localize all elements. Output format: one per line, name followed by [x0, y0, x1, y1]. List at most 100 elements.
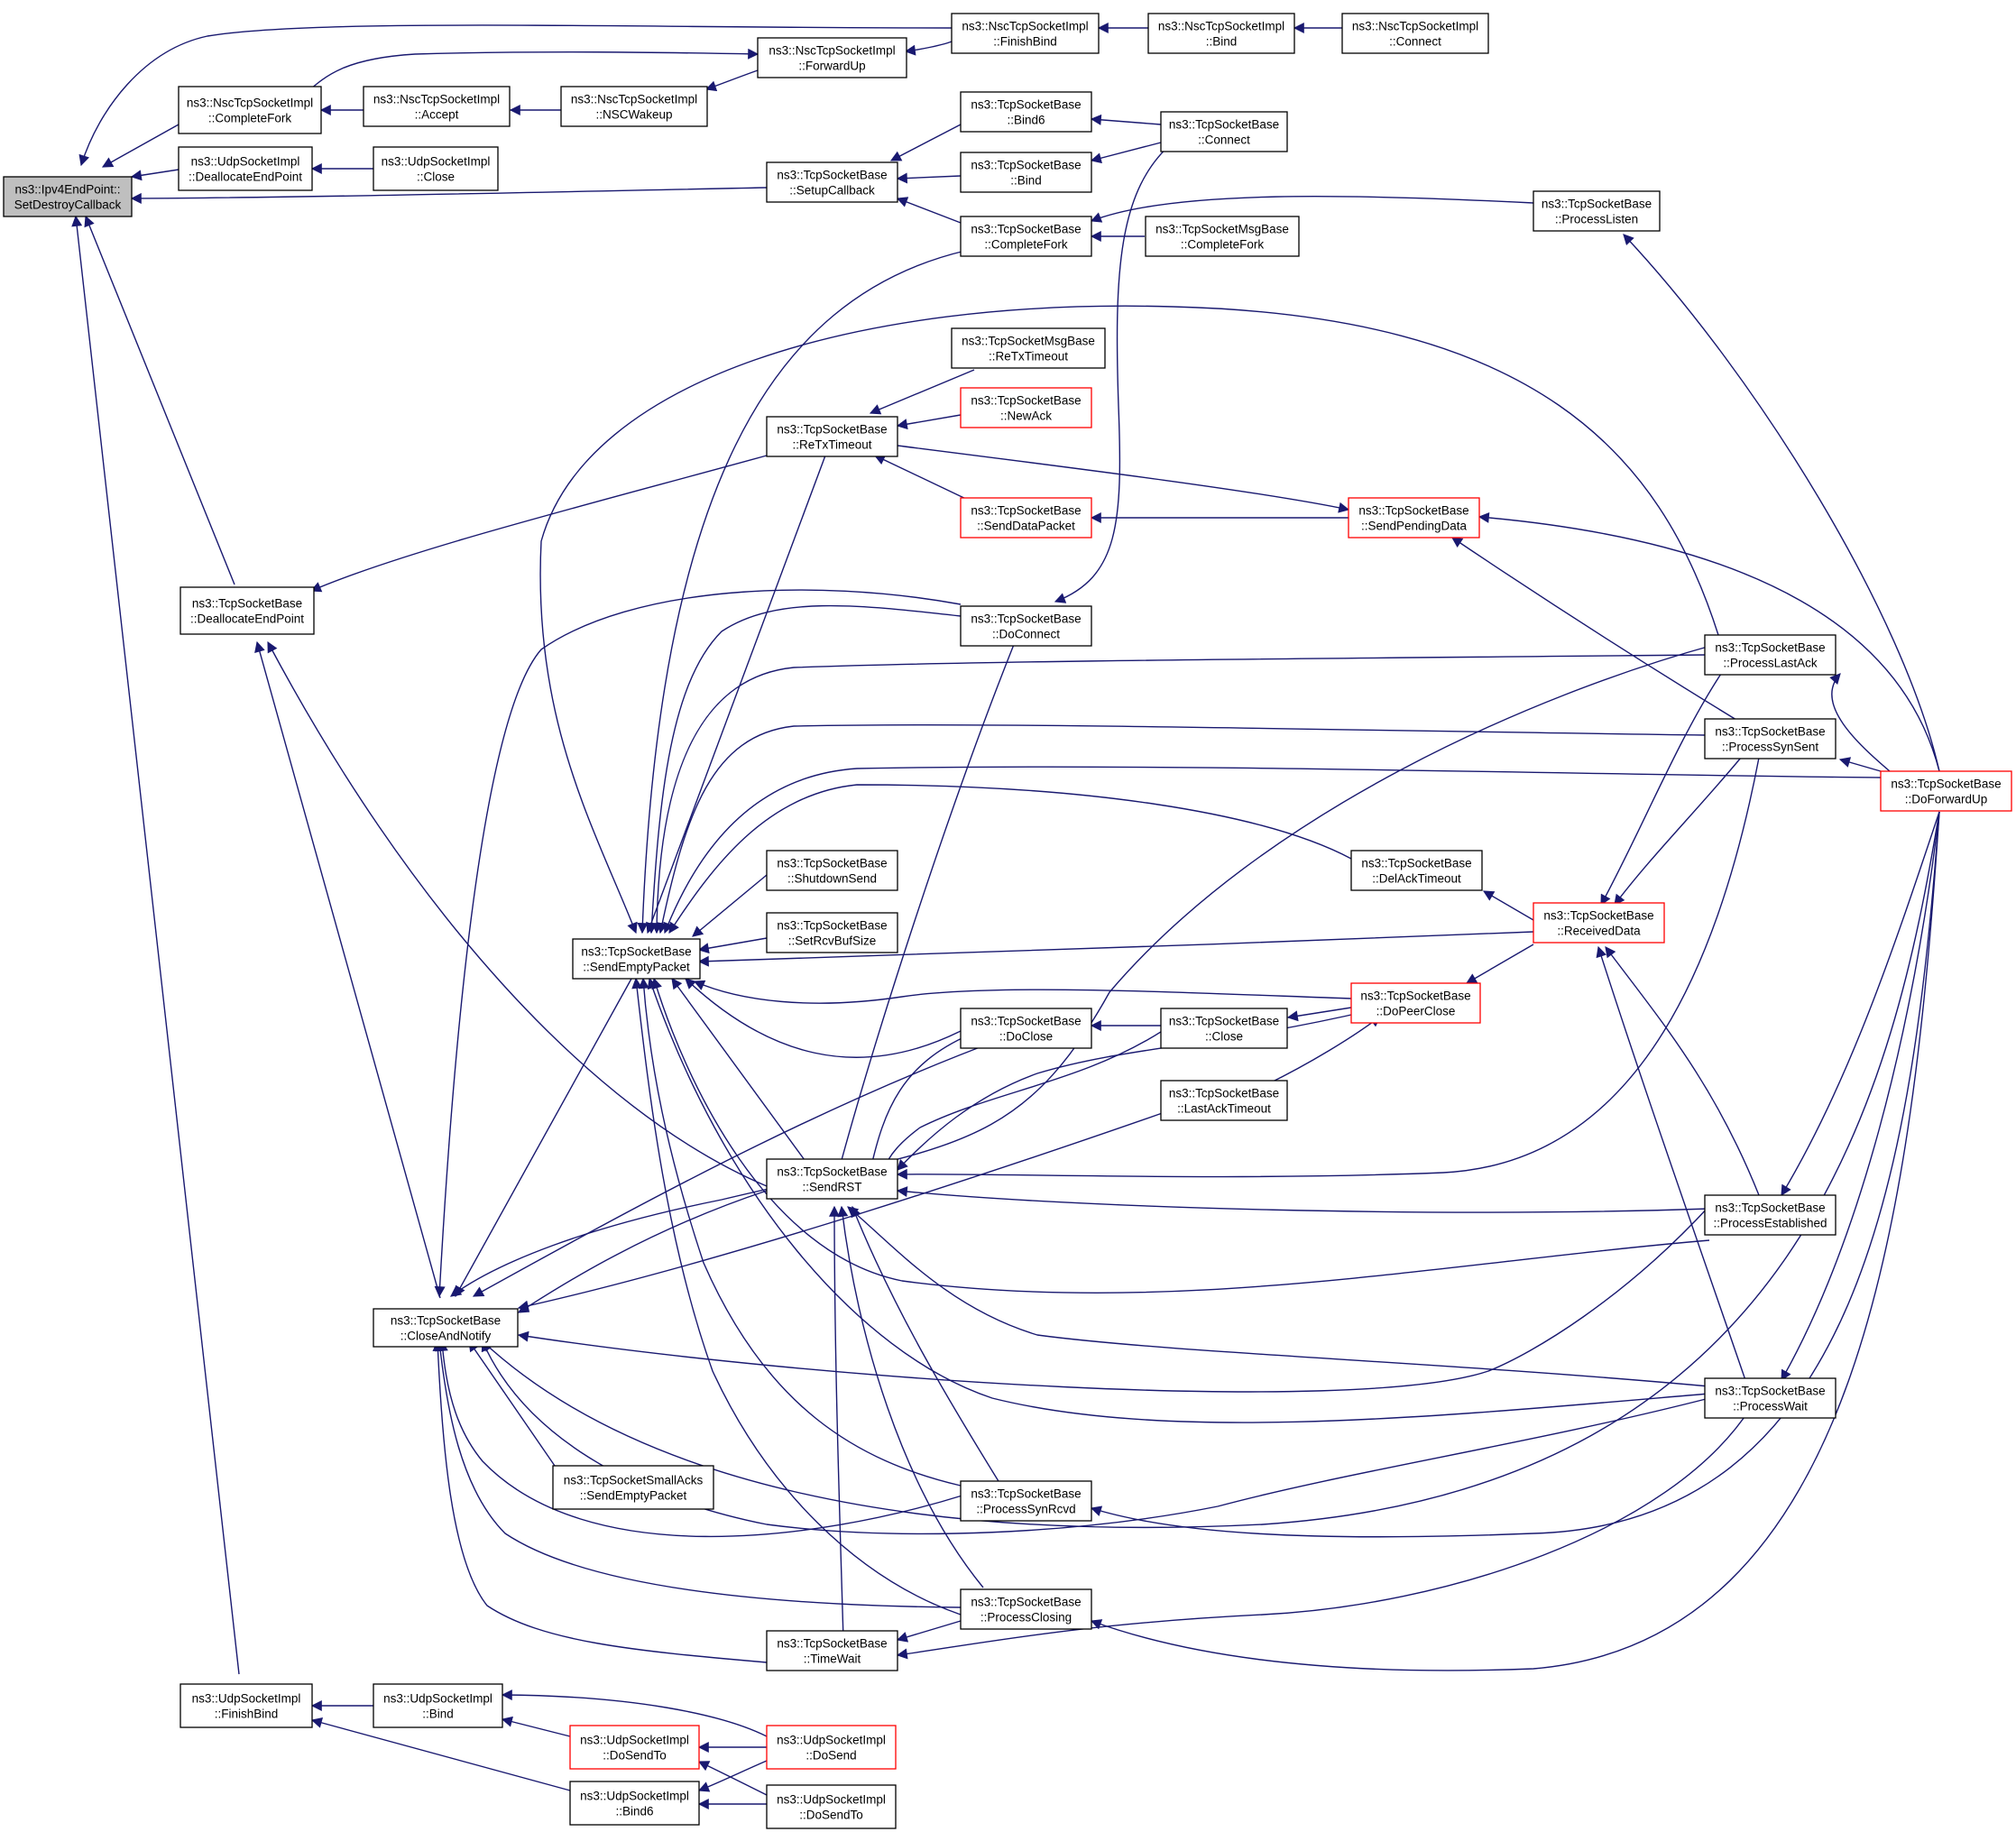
- edge-n44-n41: [1482, 890, 1534, 921]
- node-n11[interactable]: ns3::TcpSocketSmallAcks::SendEmptyPacket: [552, 1465, 714, 1510]
- node-n34[interactable]: ns3::NscTcpSocketImpl::Bind: [1147, 13, 1295, 54]
- node-n23[interactable]: ns3::NscTcpSocketImpl::FinishBind: [951, 13, 1100, 54]
- node-n47[interactable]: ns3::TcpSocketBase::ProcessEstablished: [1704, 1194, 1836, 1236]
- node-n40[interactable]: ns3::TcpSocketBase::SendPendingData: [1348, 497, 1480, 539]
- node-label-line: ::ReceivedData: [1557, 925, 1641, 938]
- node-n09[interactable]: ns3::NscTcpSocketImpl::NSCWakeup: [560, 86, 708, 127]
- node-label-line: ns3::TcpSocketBase: [777, 857, 887, 870]
- node-n19[interactable]: ns3::TcpSocketBase::SendRST: [766, 1158, 898, 1200]
- node-n02[interactable]: ns3::UdpSocketImpl::DeallocateEndPoint: [178, 146, 313, 191]
- edge-n13-n04: [310, 1717, 571, 1791]
- node-label-line: ns3::TcpSocketMsgBase: [1155, 223, 1289, 236]
- edge-n15-n00: [130, 187, 768, 204]
- node-n30[interactable]: ns3::TcpSocketBase::DoConnect: [960, 605, 1092, 647]
- edge-n49-n40: [1477, 511, 1940, 772]
- edge-n46-n40: [1451, 537, 1737, 721]
- node-n43[interactable]: ns3::TcpSocketBase::ProcessListen: [1533, 190, 1661, 232]
- node-n38[interactable]: ns3::TcpSocketBase::LastAckTimeout: [1160, 1080, 1288, 1121]
- edge-n48-n20: [896, 1408, 1751, 1660]
- edge-n18-n10: [697, 937, 768, 954]
- node-box: [1160, 1008, 1288, 1049]
- node-n15[interactable]: ns3::TcpSocketBase::SetupCallback: [766, 161, 898, 203]
- node-n13[interactable]: ns3::UdpSocketImpl::Bind6: [569, 1781, 700, 1826]
- edge-n46-n19: [896, 757, 1760, 1180]
- node-n27[interactable]: ns3::TcpSocketMsgBase::ReTxTimeout: [951, 327, 1106, 369]
- node-n10[interactable]: ns3::TcpSocketBase::SendEmptyPacket: [572, 938, 701, 980]
- node-label-line: ns3::TcpSocketBase: [971, 223, 1081, 236]
- node-n18[interactable]: ns3::TcpSocketBase::SetRcvBufSize: [766, 912, 898, 953]
- node-box: [180, 1683, 313, 1728]
- edge-n42-n10: [693, 980, 1352, 1004]
- edge-n49-n46: [1838, 757, 1882, 772]
- node-label-line: ::ForwardUp: [798, 60, 865, 73]
- node-label-line: ns3::TcpSocketBase: [1891, 778, 2001, 791]
- node-n17[interactable]: ns3::TcpSocketBase::ShutdownSend: [766, 850, 898, 891]
- node-box: [178, 146, 313, 191]
- node-n48[interactable]: ns3::TcpSocketBase::ProcessWait: [1704, 1377, 1836, 1419]
- node-n22[interactable]: ns3::UdpSocketImpl::DoSendTo: [766, 1784, 897, 1829]
- node-n05[interactable]: ns3::NscTcpSocketImpl::Accept: [363, 86, 511, 127]
- node-n14[interactable]: ns3::NscTcpSocketImpl::ForwardUp: [757, 37, 907, 78]
- node-n46[interactable]: ns3::TcpSocketBase::ProcessSynSent: [1704, 718, 1836, 759]
- node-n39[interactable]: ns3::NscTcpSocketImpl::Connect: [1341, 13, 1489, 54]
- node-n25[interactable]: ns3::TcpSocketBase::Bind: [960, 152, 1092, 193]
- node-n29[interactable]: ns3::TcpSocketBase::SendDataPacket: [960, 497, 1092, 539]
- edge-n49-n43: [1623, 234, 1940, 772]
- node-n31[interactable]: ns3::TcpSocketBase::DoClose: [960, 1008, 1092, 1049]
- node-label-line: ns3::TcpSocketBase: [581, 945, 691, 959]
- edge-n49-n33: [1090, 811, 1940, 1671]
- node-label-line: ns3::TcpSocketBase: [1715, 1385, 1825, 1398]
- edge-n19-n03: [267, 640, 768, 1187]
- node-box: [1704, 634, 1836, 676]
- node-n01[interactable]: ns3::NscTcpSocketImpl::CompleteFork: [178, 86, 322, 134]
- edge-n38-n42: [1266, 1016, 1381, 1085]
- node-label-line: ns3::UdpSocketImpl: [580, 1790, 689, 1803]
- node-n21[interactable]: ns3::UdpSocketImpl::DoSend: [766, 1725, 897, 1770]
- node-n36[interactable]: ns3::TcpSocketMsgBase::CompleteFork: [1145, 216, 1300, 257]
- node-label-line: ns3::UdpSocketImpl: [383, 1692, 492, 1706]
- node-label-line: ns3::UdpSocketImpl: [580, 1734, 689, 1747]
- node-n03[interactable]: ns3::TcpSocketBase::DeallocateEndPoint: [180, 586, 315, 635]
- node-label-line: ::CompleteFork: [208, 112, 292, 125]
- node-label-line: ns3::NscTcpSocketImpl: [1352, 20, 1478, 33]
- node-n20[interactable]: ns3::TcpSocketBase::TimeWait: [766, 1630, 898, 1671]
- node-box: [1147, 13, 1295, 54]
- node-n32[interactable]: ns3::TcpSocketBase::ProcessSynRcvd: [960, 1480, 1092, 1522]
- node-box: [960, 1008, 1092, 1049]
- node-n37[interactable]: ns3::TcpSocketBase::Close: [1160, 1008, 1288, 1049]
- node-n49[interactable]: ns3::TcpSocketBase::DoForwardUp: [1880, 770, 2012, 812]
- node-n12[interactable]: ns3::UdpSocketImpl::DoSendTo: [569, 1725, 700, 1770]
- node-label-line: ::CompleteFork: [984, 238, 1068, 252]
- node-label-line: ns3::TcpSocketBase: [1715, 725, 1825, 739]
- node-n06[interactable]: ns3::UdpSocketImpl::Close: [373, 146, 499, 191]
- node-n26[interactable]: ns3::TcpSocketBase::CompleteFork: [960, 216, 1092, 257]
- node-n24[interactable]: ns3::TcpSocketBase::Bind6: [960, 91, 1092, 133]
- edge-n26-n10: [637, 250, 966, 934]
- node-n35[interactable]: ns3::TcpSocketBase::Connect: [1160, 111, 1288, 152]
- edge-n35-n25: [1090, 142, 1162, 164]
- node-label-line: ::SetupCallback: [789, 184, 875, 198]
- node-n07[interactable]: ns3::TcpSocketBase::CloseAndNotify: [373, 1308, 519, 1348]
- node-n00[interactable]: ns3::Ipv4EndPoint::SetDestroyCallback: [3, 176, 133, 217]
- node-box: [1350, 982, 1481, 1024]
- node-box: [960, 1588, 1092, 1630]
- node-n42[interactable]: ns3::TcpSocketBase::DoPeerClose: [1350, 982, 1481, 1024]
- edge-n26-n15: [896, 197, 962, 224]
- node-n44[interactable]: ns3::TcpSocketBase::ReceivedData: [1533, 902, 1665, 944]
- edge-n04-n00: [71, 215, 240, 1675]
- node-label-line: ::SendDataPacket: [977, 520, 1075, 533]
- node-n33[interactable]: ns3::TcpSocketBase::ProcessClosing: [960, 1588, 1092, 1630]
- edge-n30-n07: [434, 589, 962, 1298]
- node-n16[interactable]: ns3::TcpSocketBase::ReTxTimeout: [766, 416, 898, 457]
- node-label-line: ::Bind: [422, 1708, 454, 1721]
- node-n04[interactable]: ns3::UdpSocketImpl::FinishBind: [180, 1683, 313, 1728]
- edge-n31-n10: [685, 978, 962, 1058]
- node-label-line: ns3::TcpSocketBase: [777, 169, 887, 182]
- node-label-line: ::ProcessSynSent: [1722, 741, 1819, 754]
- edge-n19-n10: [671, 978, 813, 1171]
- node-n41[interactable]: ns3::TcpSocketBase::DelAckTimeout: [1350, 850, 1483, 891]
- edge-n47-n44: [1605, 946, 1760, 1196]
- node-n28[interactable]: ns3::TcpSocketBase::NewAck: [960, 387, 1092, 428]
- node-n08[interactable]: ns3::UdpSocketImpl::Bind: [373, 1683, 503, 1728]
- node-n45[interactable]: ns3::TcpSocketBase::ProcessLastAck: [1704, 634, 1836, 676]
